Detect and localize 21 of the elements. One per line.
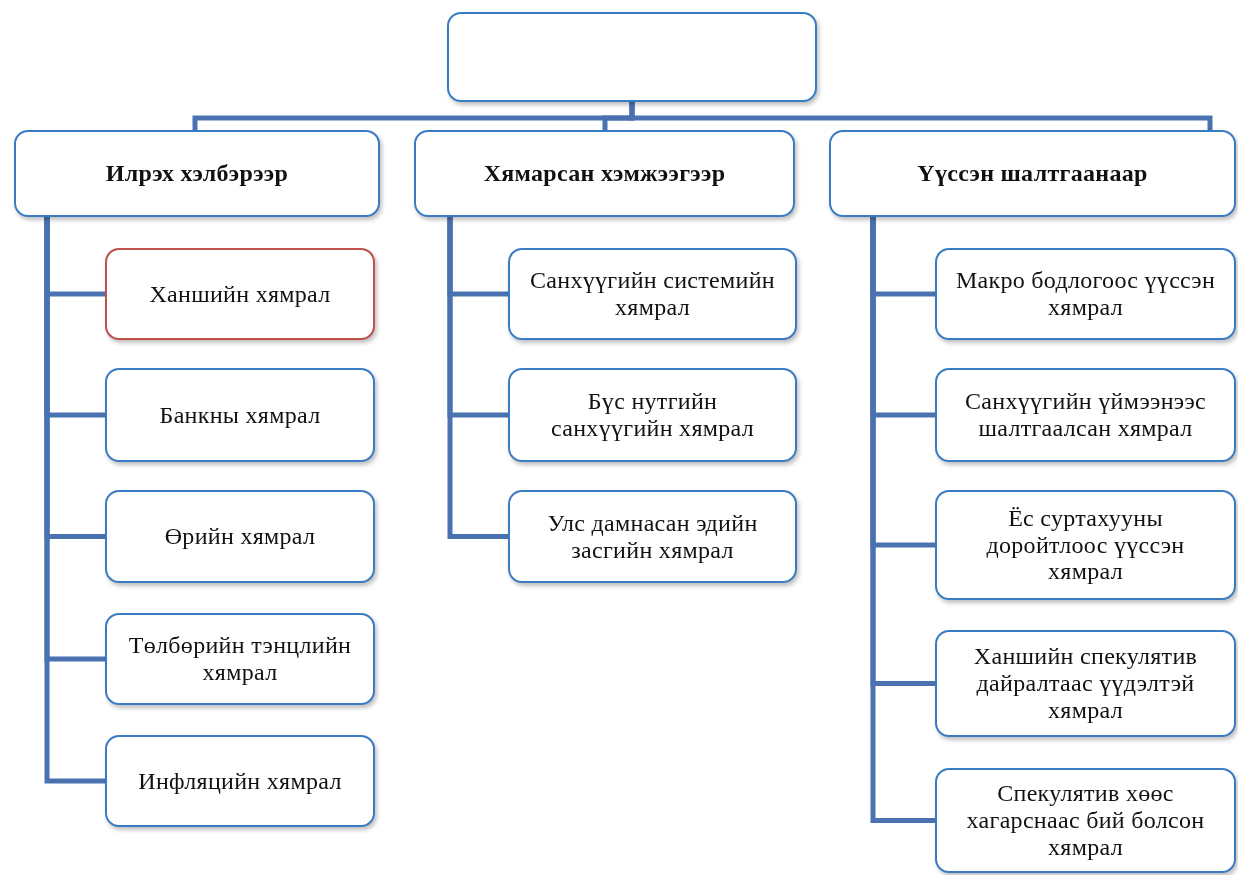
crisis-type-box: Бүс нутгийн санхүүгийн хямрал	[508, 368, 797, 462]
category-box: Хямарсан хэмжээгээр	[414, 130, 795, 217]
connector-line	[447, 217, 508, 539]
crisis-type-box: Ёс суртахууны доройтлоос үүссэн хямрал	[935, 490, 1236, 600]
category-box: Үүссэн шалтгаанаар	[829, 130, 1236, 217]
crisis-type-box: Өрийн хямрал	[105, 490, 375, 583]
crisis-type-box: Санхүүгийн үймээнээс шалтгаалсан хямрал	[935, 368, 1236, 462]
crisis-type-box: Улс дамнасан эдийн засгийн хямрал	[508, 490, 797, 583]
crisis-type-box: Спекулятив хөөс хагарснаас бий болсон хямрал	[935, 768, 1236, 873]
crisis-type-box: Ханшийн спекулятив дайралтаас үүдэлтэй хямрал	[935, 630, 1236, 737]
connector-line	[44, 217, 105, 784]
connector-line	[629, 102, 1213, 130]
crisis-type-box: Төлбөрийн тэнцлийн хямрал	[105, 613, 375, 705]
connector-line	[870, 217, 935, 823]
crisis-type-box: Макро бодлогоос үүссэн хямрал	[935, 248, 1236, 340]
crisis-type-box: Ханшийн хямрал	[105, 248, 375, 340]
title-box	[447, 12, 817, 102]
crisis-type-box: Санхүүгийн системийн хямрал	[508, 248, 797, 340]
crisis-type-box: Банкны хямрал	[105, 368, 375, 462]
crisis-type-box: Инфляцийн хямрал	[105, 735, 375, 827]
category-box: Илрэх хэлбэрээр	[14, 130, 380, 217]
